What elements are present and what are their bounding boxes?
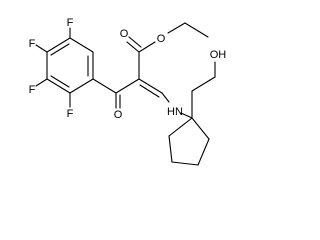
- alkene-double-bond: [138, 78, 163, 94]
- ester-single-bond: [138, 41, 156, 53]
- ring-bond: [50, 43, 70, 56]
- atom-label-f-upper-left: F: [29, 38, 36, 50]
- enamine-bond: [161, 92, 170, 103]
- atom-label-o-ketone: O: [114, 109, 123, 121]
- cyclopentane-bond: [191, 117, 210, 140]
- ester-double-bond: [128, 36, 142, 48]
- alkene-double-bond: [139, 84, 160, 98]
- cyclopentane-bond: [168, 135, 173, 163]
- ester-double-bond: [126, 41, 140, 53]
- chemical-structure: F F F F O O O HN OH: [29, 17, 227, 166]
- ring-bond: [69, 78, 94, 94]
- ethyl-bond: [167, 22, 186, 34]
- amine-bond: [180, 112, 193, 119]
- cyclopentane-bond: [171, 161, 199, 166]
- atom-label-f-lower-left: F: [29, 84, 36, 96]
- atom-labels: F F F F O O O HN OH: [29, 17, 227, 121]
- ring-bond: [46, 37, 71, 53]
- ring-bond: [50, 75, 70, 88]
- atom-label-oh: OH: [210, 49, 227, 61]
- c-f-bond: [35, 78, 48, 87]
- atom-label-o-carbonyl-ester: O: [120, 28, 129, 40]
- atom-label-nh: HN: [167, 106, 183, 118]
- ketone-alkene-bond: [115, 78, 140, 94]
- hydroxyethyl-bond: [191, 76, 216, 92]
- ethyl-bond: [184, 22, 209, 38]
- atom-label-f-top: F: [67, 17, 74, 29]
- ring-bond: [46, 78, 71, 94]
- ring-ketone-bond: [92, 78, 117, 94]
- bond-lines: [35, 22, 216, 166]
- atom-label-o-ether-ester: O: [157, 33, 166, 45]
- cyclopentane-bond: [197, 138, 210, 166]
- ring-bond: [69, 37, 94, 53]
- c-f-bond: [35, 44, 48, 53]
- cyclopentane-bond: [168, 117, 193, 137]
- atom-label-f-bottom: F: [67, 108, 74, 120]
